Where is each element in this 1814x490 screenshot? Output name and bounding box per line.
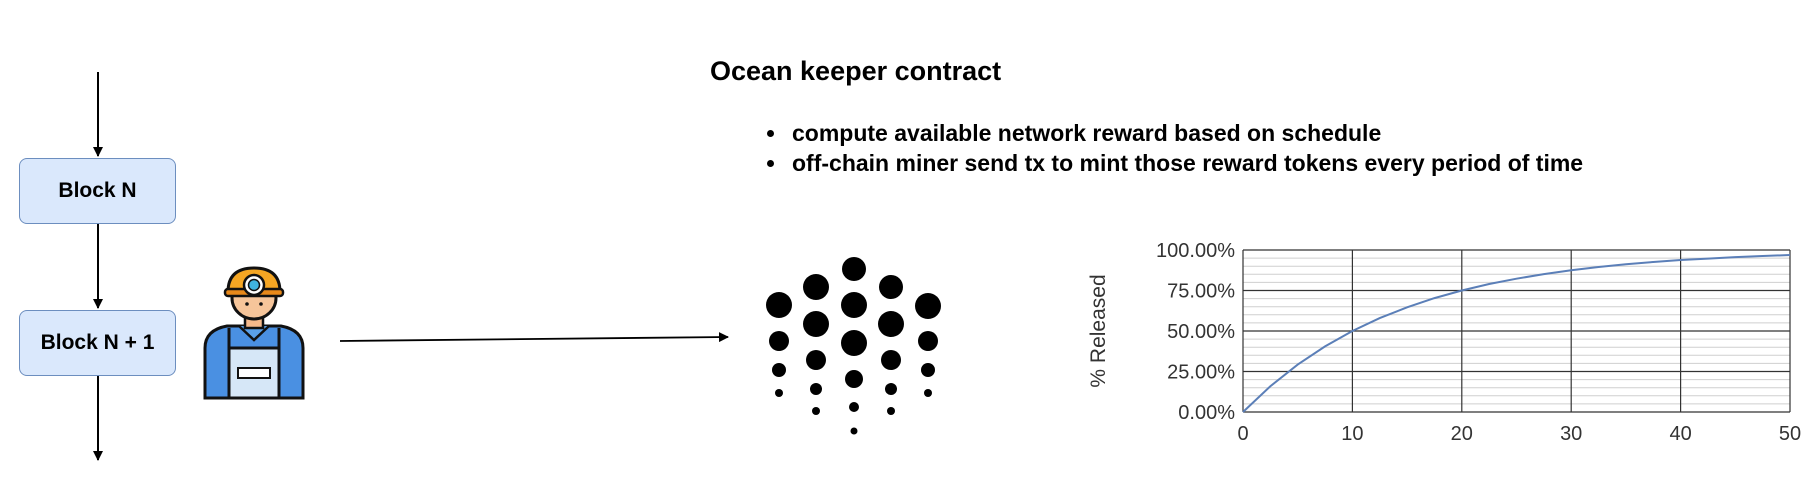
y-tick-label: 50.00% [1167,321,1235,343]
logo-dot [803,274,829,300]
block-n-label: Block N [58,179,137,202]
x-tick-label: 30 [1560,423,1582,445]
logo-dot [887,407,895,415]
contract-bullets: compute available network reward based o… [760,118,1583,178]
logo-dot [879,275,903,299]
logo-dot [915,293,941,319]
logo-dot [769,331,789,351]
y-tick-label: 0.00% [1178,402,1235,424]
logo-dot [921,363,935,377]
arrow-miner-to-contract [339,332,729,343]
y-tick-label: 25.00% [1167,362,1235,384]
logo-dot [849,402,859,412]
x-tick-label: 20 [1451,423,1473,445]
chart-grid [1242,249,1791,413]
contract-title: Ocean keeper contract [710,56,1002,86]
logo-dot [845,370,863,388]
logo-dot [766,292,792,318]
logo-dot [924,389,932,397]
x-tick-label: 50 [1779,423,1801,445]
logo-dot [810,383,822,395]
block-n: Block N [19,158,176,224]
y-tick-label: 100.00% [1156,240,1235,262]
logo-dot [885,383,897,395]
logo-dot [850,427,858,435]
logo-dot [806,350,826,370]
series-line [1242,254,1791,413]
bullet-item: off-chain miner send tx to mint those re… [788,148,1583,178]
logo-dot [918,331,938,351]
logo-dot [841,330,867,356]
block-n-plus-1: Block N + 1 [19,310,176,376]
bullet-item: compute available network reward based o… [788,118,1583,148]
logo-dot [881,350,901,370]
logo-dot [842,257,866,281]
logo-dot [775,389,783,397]
logo-dot [841,292,867,318]
logo-dot [772,363,786,377]
x-tick-label: 0 [1237,423,1248,445]
logo-dot [878,311,904,337]
logo-dot [812,407,820,415]
logo-dot [803,311,829,337]
y-tick-label: 75.00% [1167,281,1235,303]
x-tick-label: 40 [1669,423,1691,445]
y-axis-label: % Released [1087,274,1110,387]
x-tick-label: 10 [1341,423,1363,445]
block-n-plus-1-label: Block N + 1 [40,331,155,354]
